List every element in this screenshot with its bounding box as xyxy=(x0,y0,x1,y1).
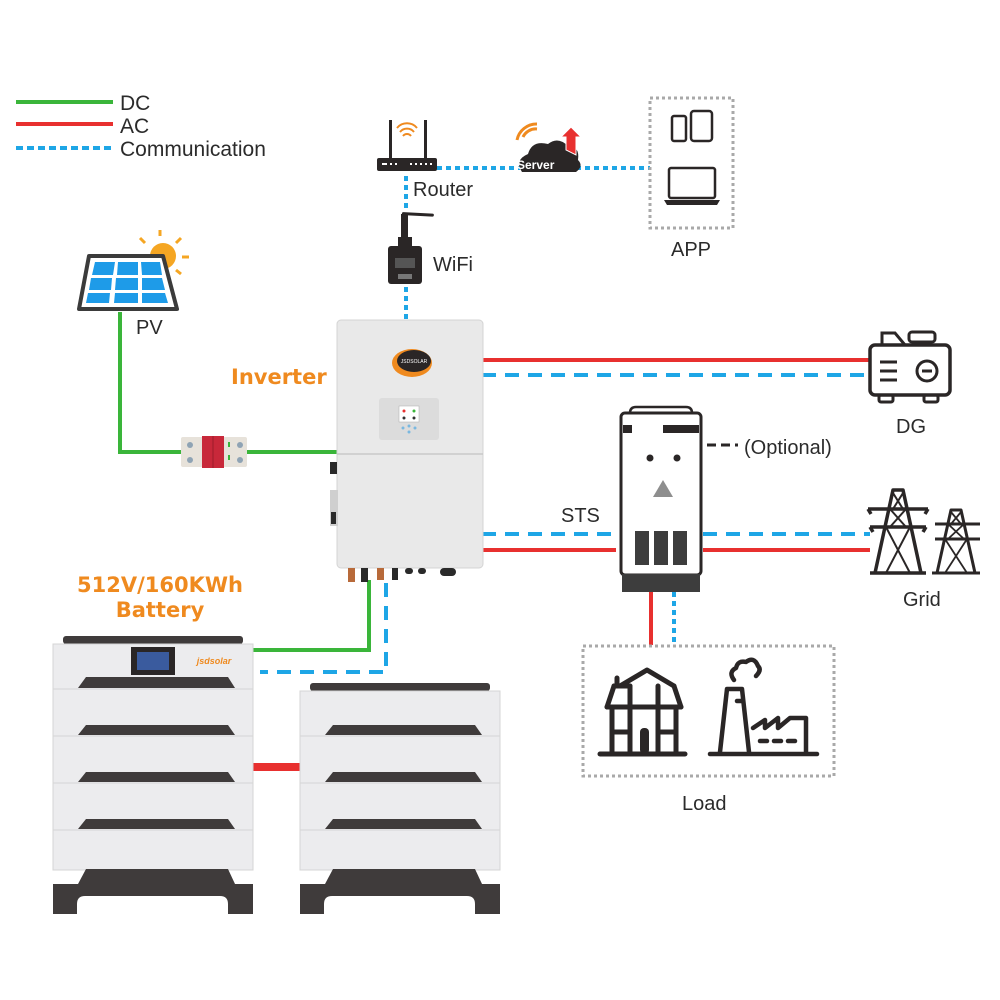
dc-pv-breaker xyxy=(118,312,182,454)
legend-ac-label: AC xyxy=(120,115,149,138)
transmission-tower-icon xyxy=(866,488,980,575)
router-label: Router xyxy=(413,179,473,201)
battery-rack-icon[interactable]: jsdsolar xyxy=(52,636,254,914)
wifi-dongle-icon xyxy=(388,212,434,284)
house-door xyxy=(640,728,649,754)
house-icon xyxy=(597,667,688,757)
app-label: APP xyxy=(671,239,711,261)
inverter-display[interactable] xyxy=(379,398,439,440)
battery-rack-2[interactable] xyxy=(299,683,501,914)
wifi-label: WiFi xyxy=(433,254,473,276)
inverter-logo: JSDSOLAR xyxy=(392,349,432,377)
sts-cabinet[interactable] xyxy=(619,405,703,592)
server-label: Server xyxy=(517,158,555,172)
factory-icon xyxy=(707,657,820,757)
inverter-terminals xyxy=(348,568,456,582)
comm-inverter-battery xyxy=(260,583,388,674)
phone-icon xyxy=(670,114,688,143)
breaker-icon[interactable] xyxy=(181,436,247,468)
optional-label: (Optional) xyxy=(744,437,832,459)
sts-label: STS xyxy=(561,505,600,527)
inverter[interactable]: JSDSOLAR xyxy=(330,319,484,582)
laptop-icon xyxy=(664,166,720,205)
battery-label: Battery xyxy=(116,598,205,622)
load-box xyxy=(581,644,836,778)
connections xyxy=(118,166,870,771)
legend-dc-label: DC xyxy=(120,92,150,115)
inverter-brand: JSDSOLAR xyxy=(401,359,428,365)
battery-spec-label: 512V/160KWh xyxy=(77,573,243,597)
generator-icon xyxy=(868,330,952,404)
tablet-icon xyxy=(689,109,714,143)
app-box xyxy=(648,96,735,230)
inverter-label: Inverter xyxy=(231,365,327,389)
pv-label: PV xyxy=(136,317,163,339)
legend: DC AC Communication xyxy=(16,92,266,161)
router-icon xyxy=(377,120,437,171)
load-group xyxy=(581,644,836,778)
cloud-server-icon: Server xyxy=(515,122,583,172)
battery-bms-screen xyxy=(131,647,175,675)
dg-label: DG xyxy=(896,416,926,438)
dc-inverter-battery xyxy=(253,580,371,652)
load-label: Load xyxy=(682,793,727,815)
app-group[interactable] xyxy=(648,96,735,230)
solar-panel-icon xyxy=(77,254,179,311)
battery-brand: jsdsolar xyxy=(196,656,232,666)
legend-comm-label: Communication xyxy=(120,138,266,161)
grid-label: Grid xyxy=(903,589,941,611)
